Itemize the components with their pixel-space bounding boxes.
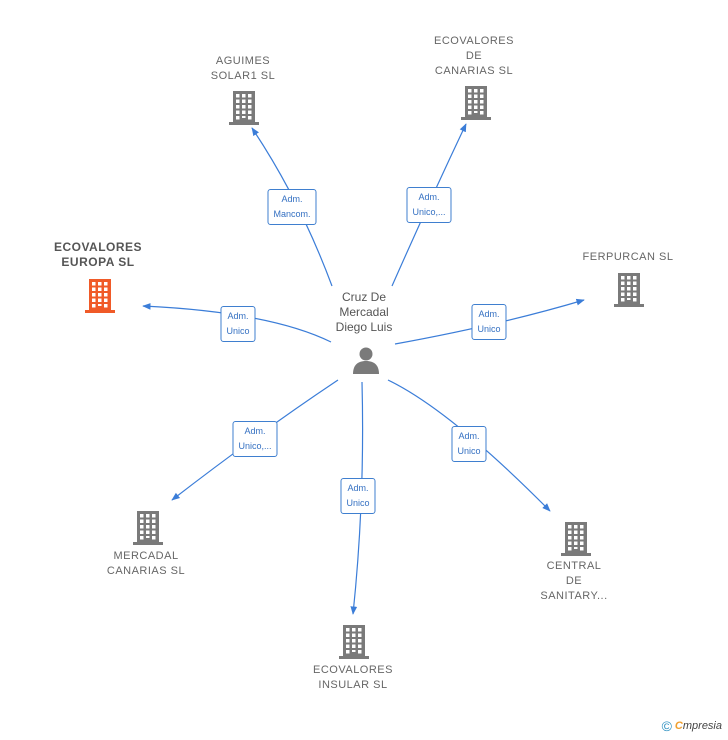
edge-label-mercadal-canarias[interactable]: Adm. Unico,... (232, 421, 278, 457)
company-label-ecovalores-europa[interactable]: ECOVALORES EUROPA SL (53, 240, 143, 269)
company-label-ecovalores-insular[interactable]: ECOVALORES INSULAR SL (313, 664, 393, 691)
edge-label-ecovalores-europa[interactable]: Adm. Unico (220, 306, 256, 342)
copyright-icon: © (661, 718, 672, 734)
building-icon[interactable] (560, 521, 592, 557)
edge-label-ecovalores-canarias[interactable]: Adm. Unico,... (406, 187, 452, 223)
footer-brand: © Cmpresia (662, 718, 722, 734)
company-label-aguimes[interactable]: AGUIMES SOLAR1 SL (210, 55, 276, 82)
company-label-mercadal-canarias[interactable]: MERCADAL CANARIAS SL (106, 550, 186, 577)
building-icon[interactable] (460, 85, 492, 121)
center-person-label: Cruz De Mercadal Diego Luis (335, 290, 393, 334)
company-label-ferpurcan[interactable]: FERPURCAN SL (582, 251, 674, 263)
brand-logo[interactable]: Cmpresia (674, 720, 722, 732)
company-label-central-sanitary[interactable]: CENTRAL DE SANITARY... (540, 560, 608, 602)
company-label-ecovalores-canarias[interactable]: ECOVALORES DE CANARIAS SL (434, 35, 514, 77)
building-icon[interactable] (132, 510, 164, 546)
building-icon[interactable] (84, 278, 116, 314)
person-icon[interactable] (351, 345, 381, 375)
building-icon[interactable] (228, 90, 260, 126)
edge-label-ferpurcan[interactable]: Adm. Unico (471, 304, 507, 340)
building-icon[interactable] (613, 272, 645, 308)
building-icon[interactable] (338, 624, 370, 660)
edge-label-central-sanitary[interactable]: Adm. Unico (451, 426, 487, 462)
edge-label-aguimes[interactable]: Adm. Mancom. (267, 189, 317, 225)
edge-label-ecovalores-insular[interactable]: Adm. Unico (340, 478, 376, 514)
